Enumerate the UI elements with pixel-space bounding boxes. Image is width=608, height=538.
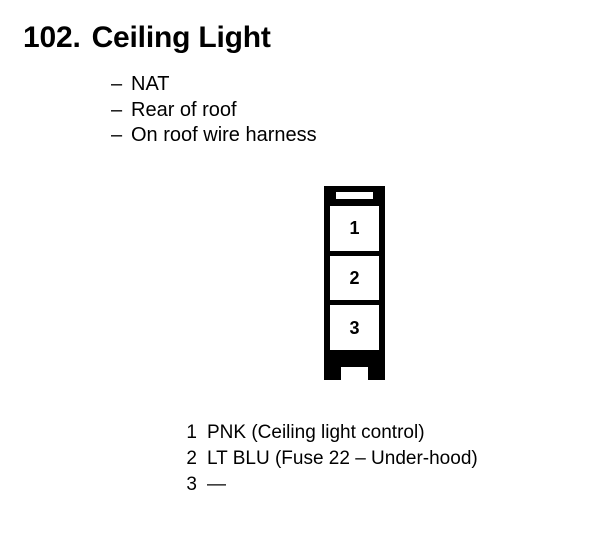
connector-pin-cell-2: 2 (330, 255, 379, 301)
attribute-item-harness: – On roof wire harness (111, 123, 317, 149)
pin-legend-number: 3 (186, 474, 197, 495)
connector-pin-number: 2 (349, 268, 360, 288)
pin-legend-number: 2 (186, 448, 197, 469)
connector-bottom-notch (341, 367, 368, 380)
pin-legend-row-3: 3 — (180, 472, 478, 498)
page-title-text: Ceiling Light (91, 21, 271, 54)
page-title: 102. Ceiling Light (23, 21, 271, 55)
connector-pin-cell-3: 3 (330, 305, 379, 351)
pin-legend-description: — (207, 474, 226, 495)
attribute-list: – NAT – Rear of roof – On roof wire harn… (111, 72, 317, 149)
pin-legend-row-1: 1 PNK (Ceiling light control) (180, 420, 478, 446)
connector-pin-number: 3 (349, 317, 360, 338)
pin-legend-number: 1 (186, 422, 197, 443)
attribute-item-location: – Rear of roof (111, 98, 317, 124)
connector-top-slot (336, 192, 373, 199)
attribute-label: NAT (131, 73, 170, 95)
bullet-dash-icon: – (111, 124, 123, 146)
connector-pin-cell-1: 1 (330, 206, 379, 251)
bullet-dash-icon: – (111, 98, 123, 121)
attribute-label: On roof wire harness (131, 124, 317, 146)
connector-pin-stack: 1 2 3 (330, 206, 379, 351)
page-title-number: 102. (23, 21, 81, 54)
pin-legend-description: PNK (Ceiling light control) (207, 422, 425, 443)
attribute-label: Rear of roof (131, 98, 237, 121)
pin-legend-description: LT BLU (Fuse 22 – Under-hood) (207, 448, 478, 469)
pin-legend: 1 PNK (Ceiling light control) 2 LT BLU (… (180, 420, 478, 498)
pin-legend-row-2: 2 LT BLU (Fuse 22 – Under-hood) (180, 446, 478, 472)
attribute-item-nat: – NAT (111, 72, 317, 98)
connector-pin-number: 1 (349, 218, 360, 239)
bullet-dash-icon: – (111, 73, 123, 95)
connector-diagram: 1 2 3 (324, 186, 385, 380)
